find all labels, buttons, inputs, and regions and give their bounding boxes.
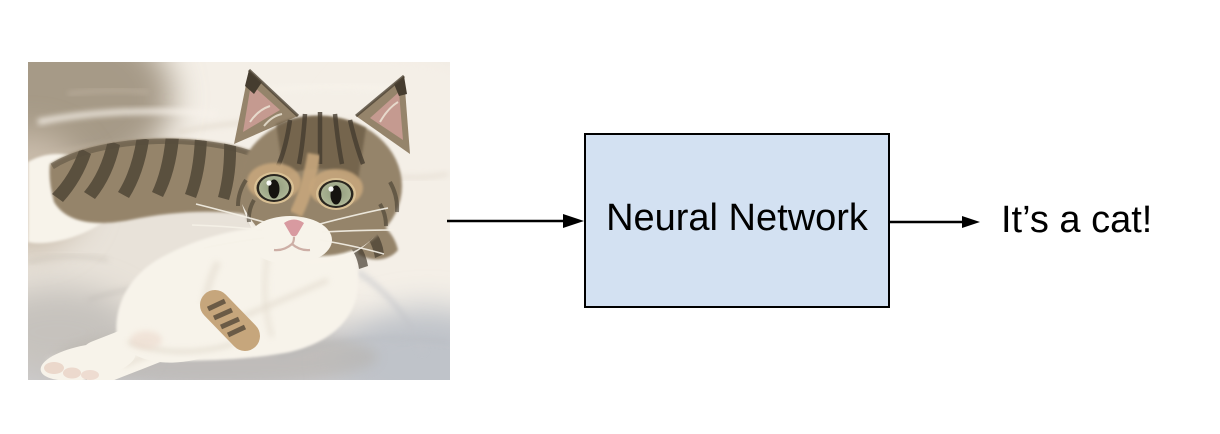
cat bbox=[28, 68, 410, 380]
cat-ears bbox=[234, 68, 410, 154]
output-arrowhead-icon bbox=[962, 216, 980, 228]
input-arrow bbox=[447, 214, 584, 228]
cat-whiskers bbox=[191, 203, 395, 255]
cat-nose-mouth bbox=[273, 219, 311, 267]
output-arrow bbox=[890, 216, 980, 228]
cat-photo-illustration bbox=[28, 62, 450, 380]
cat-eyes bbox=[254, 172, 356, 210]
neural-network-label: Neural Network bbox=[606, 196, 868, 239]
input-arrowhead-icon bbox=[563, 214, 584, 228]
output-label: It’s a cat! bbox=[1001, 199, 1153, 241]
cat-head bbox=[191, 68, 410, 267]
neural-network-box: Neural Network bbox=[584, 133, 890, 308]
cat-photo bbox=[28, 62, 450, 380]
